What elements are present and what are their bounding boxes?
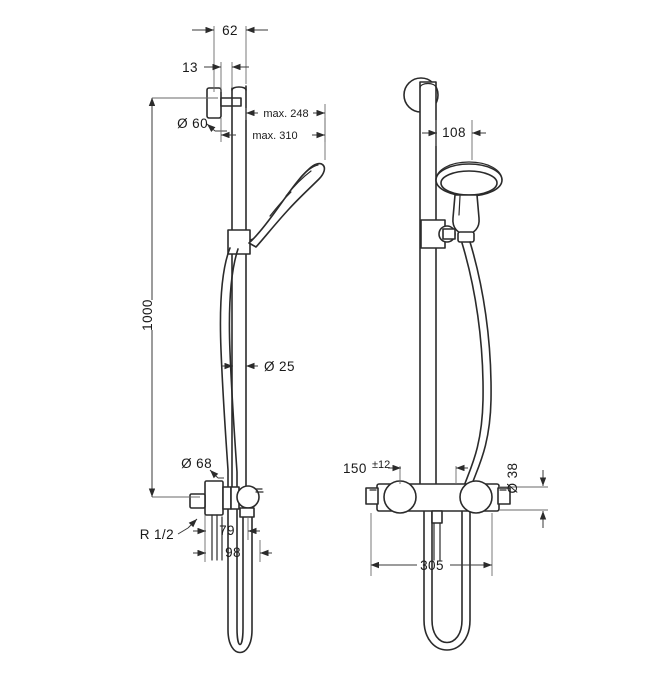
dimension-thread-r-half: R 1/2 — [140, 518, 198, 542]
dimension-label-1000: 1000 — [140, 299, 155, 331]
dimension-max-310: max. 310 — [220, 118, 326, 142]
dimension-diameter-25: Ø 25 — [222, 359, 295, 374]
dimension-label-tolerance-12: ±12 — [372, 459, 390, 471]
dimension-label-max-248: max. 248 — [263, 108, 308, 120]
dimension-62: 62 — [192, 23, 268, 92]
dimension-label-diameter-38: Ø 38 — [505, 463, 520, 494]
dimension-label-79: 79 — [219, 523, 235, 538]
dimension-label-thread-r-half: R 1/2 — [140, 527, 174, 542]
front-slider-clamp — [420, 219, 456, 249]
dimension-1000: 1000 — [140, 97, 218, 498]
front-view-group: 108 150 ±12 Ø 38 305 — [343, 77, 548, 651]
hand-shower-side — [248, 162, 326, 248]
dimension-108: 108 — [422, 120, 486, 160]
slide-bar — [231, 85, 247, 488]
mixer-body-front — [365, 480, 511, 524]
dimension-diameter-68: Ø 68 — [181, 456, 224, 479]
dimension-79: 79 — [193, 515, 260, 540]
dimension-label-max-310: max. 310 — [252, 130, 297, 142]
dimension-label-305: 305 — [420, 558, 444, 573]
dimension-diameter-38: Ø 38 — [499, 463, 548, 528]
hand-shower-front — [435, 161, 503, 243]
dimension-305: 305 — [370, 513, 493, 576]
dimension-label-diameter-60: Ø 60 — [177, 116, 208, 131]
shower-hose-front — [423, 241, 492, 651]
dimension-label-62: 62 — [222, 23, 238, 38]
dimension-label-diameter-68: Ø 68 — [181, 456, 212, 471]
dimension-label-150: 150 — [343, 461, 367, 476]
mixer-outlets-front — [433, 522, 441, 561]
dimension-label-13: 13 — [182, 60, 198, 75]
mixer-body-side — [189, 480, 264, 518]
dimension-label-108: 108 — [442, 125, 466, 140]
dimension-98: 98 — [193, 540, 272, 562]
dimension-13: 13 — [182, 60, 249, 92]
mixer-outlets-side — [211, 514, 223, 561]
shower-hose-side — [219, 247, 253, 654]
dimension-label-diameter-25: Ø 25 — [264, 359, 295, 374]
dimension-label-98: 98 — [225, 545, 241, 560]
side-view-group: 62 13 Ø 60 max. 248 — [140, 23, 326, 654]
dimension-150-tolerance: 150 ±12 — [343, 459, 468, 484]
